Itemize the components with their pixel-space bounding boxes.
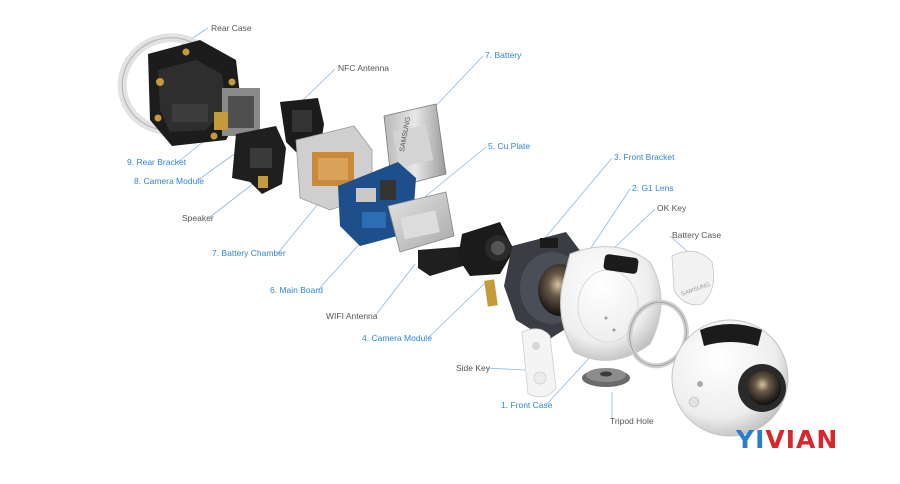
label-ok-key: OK Key: [657, 203, 687, 213]
label-main-board: 6. Main Board: [270, 285, 323, 295]
rear-camera-module-part: [214, 88, 260, 136]
label-camera-module-4: 4. Camera Module: [362, 333, 432, 343]
cu-plate-part: [387, 191, 455, 253]
label-speaker: Speaker: [182, 213, 214, 223]
label-rear-case: Rear Case: [211, 23, 252, 33]
label-camera-module-8: 8. Camera Module: [134, 176, 204, 186]
watermark-logo: YIVIAN: [736, 425, 839, 454]
label-battery-chamber: 7. Battery Chamber: [212, 248, 286, 258]
label-cu-plate: 5. Cu Plate: [488, 141, 531, 151]
label-front-case: 1. Front Case: [501, 400, 553, 410]
rear-bracket-part: [148, 40, 242, 146]
label-rear-bracket: 9. Rear Bracket: [127, 157, 187, 167]
label-nfc-antenna: NFC Antenna: [338, 63, 390, 73]
label-g1-lens: 2. G1 Lens: [632, 183, 674, 193]
front-camera-module-part: [458, 222, 514, 307]
label-battery: 7. Battery: [485, 50, 522, 60]
speaker-part: [232, 126, 286, 194]
label-tripod-hole: Tripod Hole: [610, 416, 654, 426]
assembled-camera: [671, 319, 789, 437]
label-front-bracket: 3. Front Bracket: [614, 152, 675, 162]
label-side-key: Side Key: [456, 363, 491, 373]
front-case-part: [560, 246, 662, 361]
label-battery-case: Battery Case: [672, 230, 722, 240]
label-wifi-antenna: WIFI Antenna: [326, 311, 378, 321]
side-key-part: [521, 328, 557, 398]
tripod-hole-part: [582, 368, 630, 387]
battery-case-part: SAMSUNG: [671, 250, 715, 306]
